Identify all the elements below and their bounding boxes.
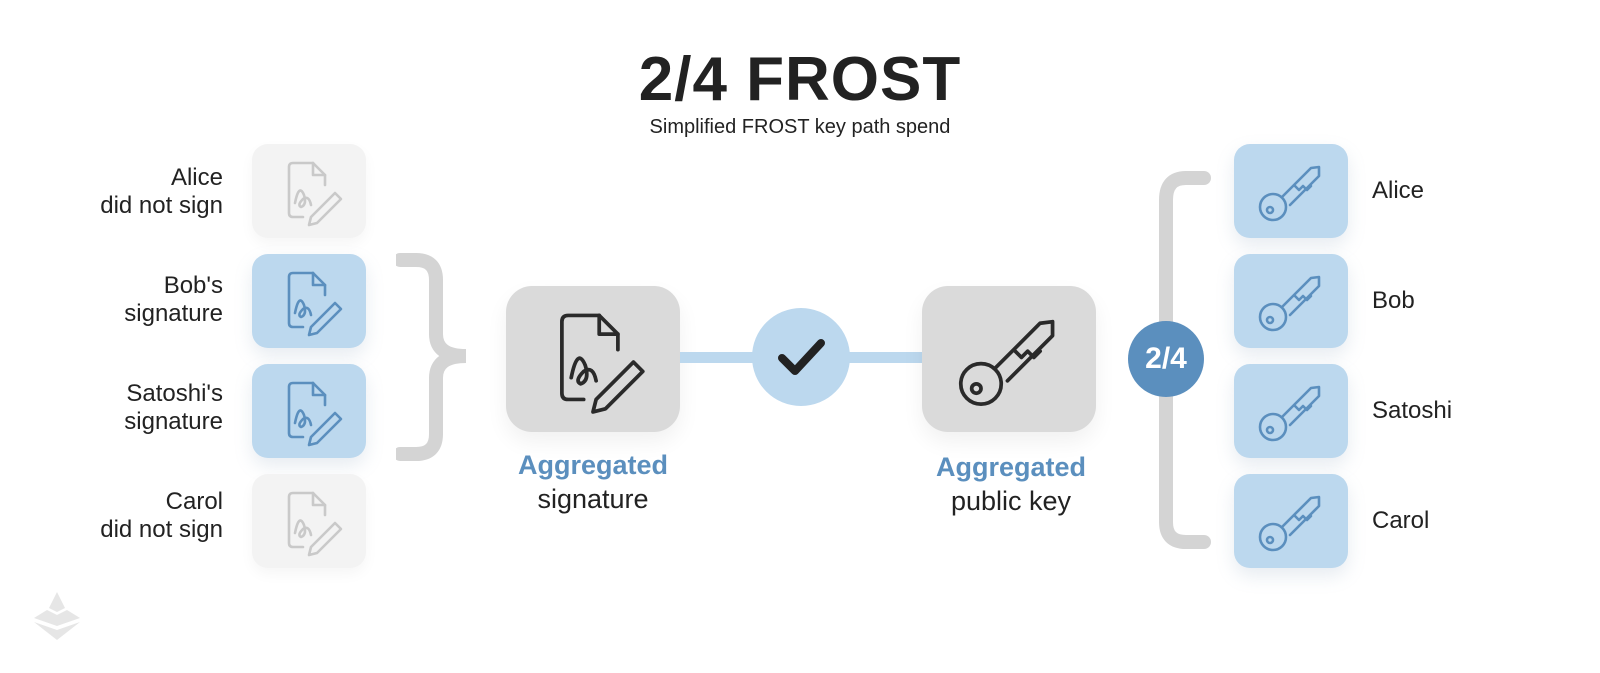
verification-check bbox=[752, 308, 850, 406]
checkmark-icon bbox=[778, 339, 825, 375]
connector-line bbox=[680, 352, 756, 363]
key-icon bbox=[1258, 165, 1321, 222]
aggregated-key-tile bbox=[922, 286, 1096, 432]
signature-document-icon bbox=[287, 381, 343, 447]
caption-accent: Aggregated bbox=[517, 450, 669, 480]
signer-name: Alice bbox=[170, 164, 223, 191]
key-holder-label-bob: Bob bbox=[1372, 287, 1415, 314]
key-tile-satoshi bbox=[1234, 364, 1348, 458]
signer-status: did not sign bbox=[100, 192, 223, 219]
key-holder-label-carol: Carol bbox=[1372, 507, 1430, 534]
connector-line bbox=[846, 352, 922, 363]
signature-tile-satoshi bbox=[252, 364, 366, 458]
aggregated-signature-caption: Aggregated signature bbox=[483, 448, 703, 516]
caption-accent: Aggregated bbox=[935, 452, 1087, 482]
signature-merge-bracket bbox=[396, 253, 467, 461]
signer-label-carol: Carol did not sign bbox=[40, 488, 223, 544]
signature-tile-carol bbox=[252, 474, 366, 568]
signer-label-bob: Bob's signature bbox=[40, 272, 223, 328]
logo-icon bbox=[34, 592, 80, 640]
key-icon bbox=[958, 319, 1055, 406]
signature-document-icon bbox=[287, 271, 343, 337]
key-icon bbox=[1258, 495, 1321, 552]
signature-document-icon bbox=[560, 313, 645, 414]
signer-status: did not sign bbox=[100, 516, 223, 543]
signer-status: signature bbox=[124, 408, 223, 435]
key-tile-carol bbox=[1234, 474, 1348, 568]
signer-label-alice: Alice did not sign bbox=[40, 164, 223, 220]
signature-tile-alice bbox=[252, 144, 366, 238]
signer-name: Satoshi's bbox=[126, 380, 223, 407]
diagram-title: 2/4 FROST bbox=[638, 45, 962, 114]
key-icon bbox=[1258, 385, 1321, 442]
signer-name: Bob's bbox=[163, 272, 223, 299]
key-holder-label-alice: Alice bbox=[1372, 177, 1425, 204]
aggregated-signature-tile bbox=[506, 286, 680, 432]
key-tile-bob bbox=[1234, 254, 1348, 348]
aggregated-key-caption: Aggregated public key bbox=[901, 450, 1121, 518]
caption-text: signature bbox=[537, 484, 649, 514]
key-icon bbox=[1258, 275, 1321, 332]
diagram-subtitle: Simplified FROST key path spend bbox=[649, 116, 951, 138]
caption-text: public key bbox=[950, 486, 1072, 516]
signature-document-icon bbox=[287, 491, 343, 557]
key-tile-alice bbox=[1234, 144, 1348, 238]
signature-tile-bob bbox=[252, 254, 366, 348]
threshold-badge: 2/4 bbox=[1128, 321, 1204, 397]
key-holder-label-satoshi: Satoshi bbox=[1372, 397, 1453, 424]
signer-status: signature bbox=[124, 300, 223, 327]
signer-name: Carol bbox=[165, 488, 223, 515]
signer-label-satoshi: Satoshi's signature bbox=[40, 380, 223, 436]
signature-document-icon bbox=[287, 161, 343, 227]
